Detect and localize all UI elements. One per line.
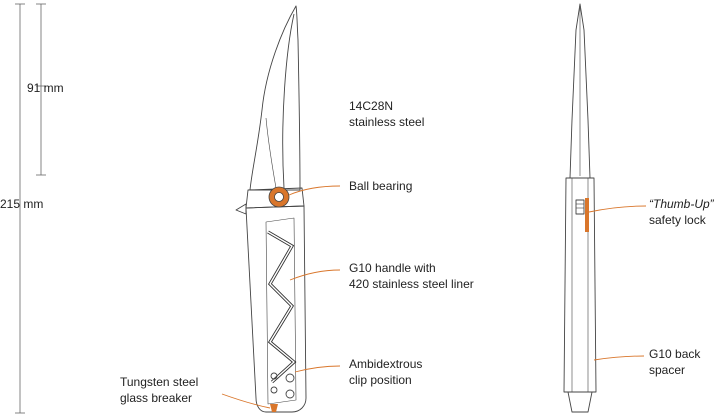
glass-breaker-tip: [270, 404, 278, 412]
callout-clip-line1: Ambidextrous: [349, 357, 423, 371]
callout-back-spacer-line1: G10 back: [649, 347, 701, 361]
ball-bearing-pivot: [268, 186, 290, 208]
leader-lines: [221, 185, 647, 409]
callout-safety-lock-line1: “Thumb-Up”: [649, 197, 714, 211]
callout-handle-line1: G10 handle with: [349, 261, 436, 275]
callout-glass-breaker: Tungsten steel glass breaker: [120, 374, 198, 406]
clip-screw-4: [285, 389, 295, 399]
dimension-lines: [15, 3, 46, 414]
blade-outline: [249, 5, 301, 191]
handle-inlay: [265, 217, 297, 405]
callout-back-spacer-line2: spacer: [649, 363, 686, 377]
safety-lock-accent: [585, 198, 589, 232]
callout-ball-bearing-line1: Ball bearing: [349, 179, 413, 193]
clip-screw-1: [270, 372, 278, 380]
flipper-tab: [235, 203, 247, 215]
knife-edge-view: [563, 3, 597, 413]
knife-side-view: [235, 5, 307, 413]
callout-blade-steel-line2: stainless steel: [349, 115, 425, 129]
clip-screw-3: [285, 373, 295, 383]
callout-handle: G10 handle with 420 stainless steel line…: [349, 260, 474, 292]
leader-back-spacer: [593, 355, 645, 361]
leader-clip: [294, 365, 341, 373]
blade-grind-line: [265, 117, 277, 189]
handle-outline: [245, 205, 307, 413]
callout-blade-steel: 14C28N stainless steel: [349, 98, 424, 130]
edge-lock-slider: [575, 199, 585, 215]
callout-ball-bearing: Ball bearing: [349, 178, 412, 194]
callout-handle-line2: 420 stainless steel liner: [349, 277, 474, 291]
callout-blade-steel-line1: 14C28N: [349, 99, 394, 113]
overall-length-label: 215 mm: [0, 197, 44, 211]
edge-handle: [563, 177, 597, 393]
leader-handle: [289, 269, 341, 281]
callout-clip-line2: clip position: [349, 373, 412, 387]
callout-glass-breaker-line1: Tungsten steel: [120, 375, 199, 389]
clip-screw-2: [270, 386, 278, 394]
callout-safety-lock-line2: safety lock: [649, 213, 706, 227]
callout-back-spacer: G10 back spacer: [649, 346, 700, 378]
leader-ball-bearing: [288, 185, 341, 196]
blade-length-label: 91 mm: [27, 81, 64, 95]
blade-spine-line: [282, 13, 295, 189]
edge-pommel: [567, 391, 593, 413]
leader-glass-breaker: [221, 393, 271, 409]
callout-glass-breaker-line2: glass breaker: [120, 391, 193, 405]
callout-clip: Ambidextrous clip position: [349, 356, 422, 388]
callout-safety-lock: “Thumb-Up” safety lock: [649, 196, 714, 228]
leader-safety-lock: [588, 205, 647, 213]
